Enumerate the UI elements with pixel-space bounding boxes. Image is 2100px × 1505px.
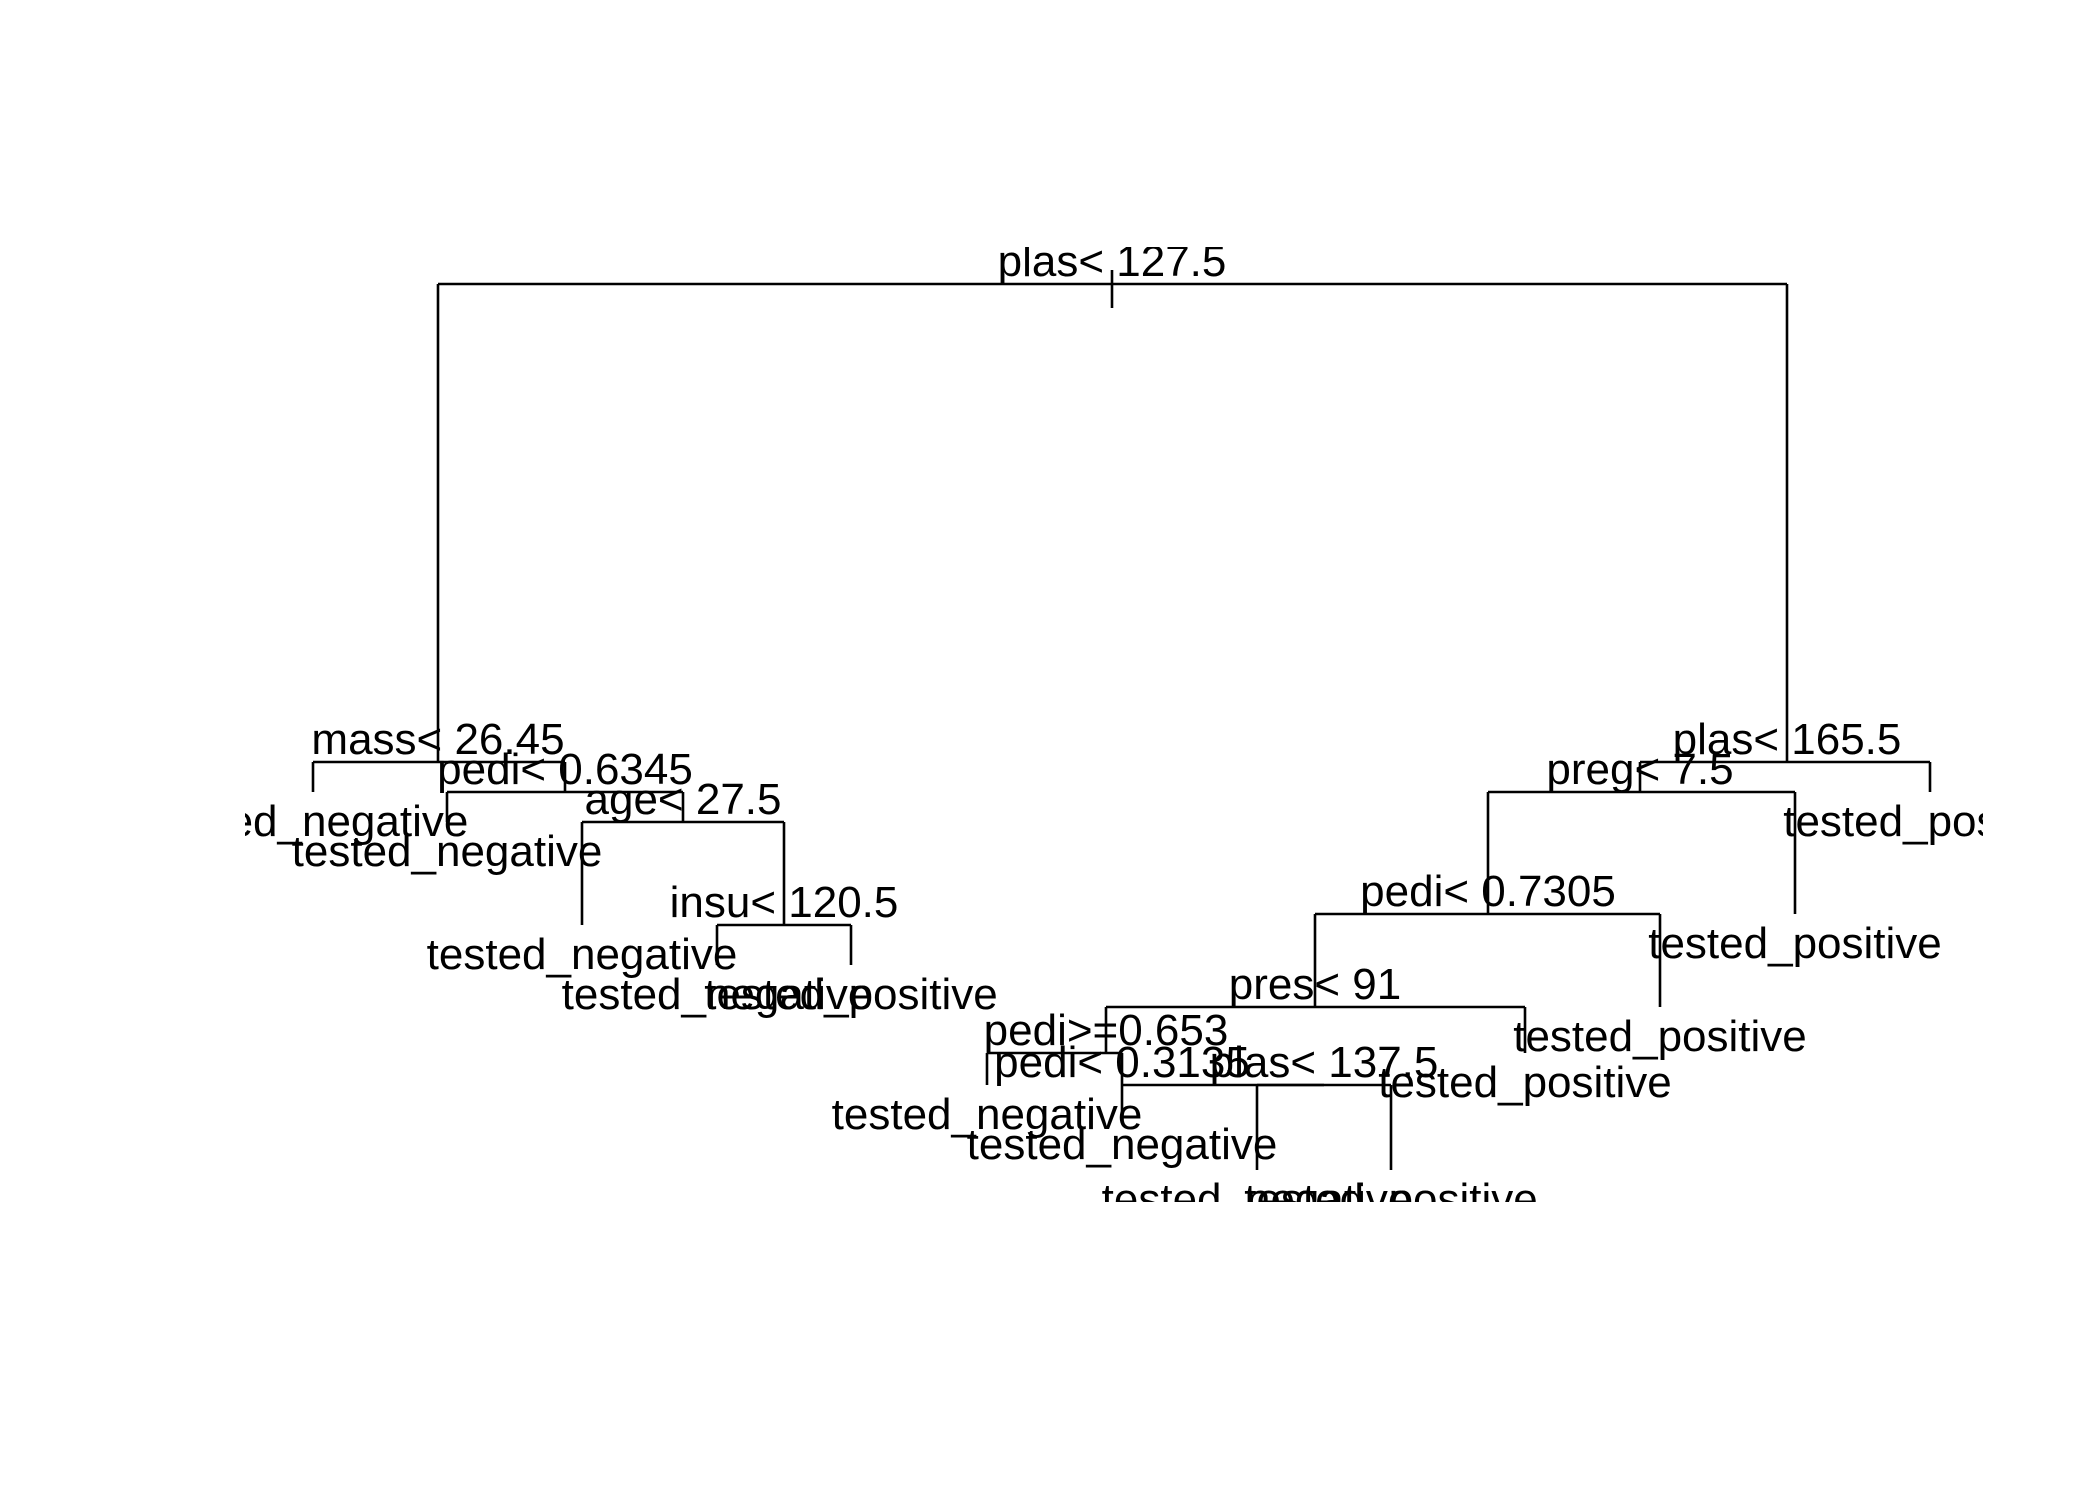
leaf-label: tested_negative xyxy=(562,970,873,1019)
split-label: insu< 120.5 xyxy=(670,878,899,927)
split-label: plas< 127.5 xyxy=(998,237,1227,286)
leaf-label: tested_negative xyxy=(427,930,738,979)
leaf-label: tested_positive xyxy=(1378,1058,1672,1107)
split-label: pres< 91 xyxy=(1229,960,1401,1009)
split-label: age< 27.5 xyxy=(585,775,782,824)
split-label: preg< 7.5 xyxy=(1546,745,1733,794)
leaf-label: tested_positive xyxy=(1513,1012,1807,1061)
split-label: pedi>=0.653 xyxy=(984,1006,1229,1055)
leaf-label: tested_negative xyxy=(158,797,469,846)
split-label: pedi< 0.7305 xyxy=(1360,867,1616,916)
leaf-label: tested_positive xyxy=(1783,797,2077,846)
leaf-label: tested_positive xyxy=(1244,1175,1538,1224)
split-label: mass< 26.45 xyxy=(311,715,564,764)
leaf-label: tested_positive xyxy=(1648,919,1942,968)
leaf-label: tested_negative xyxy=(1102,1175,1413,1224)
leaf-label: tested_negative xyxy=(292,827,603,876)
split-label: plas< 165.5 xyxy=(1673,715,1902,764)
leaf-label: tested_negative xyxy=(832,1090,1143,1139)
leaf-label: tested_positive xyxy=(704,970,998,1019)
leaf-label: tested_negative xyxy=(967,1120,1278,1169)
split-label: pedi< 0.3135 xyxy=(994,1038,1250,1087)
split-label: plas< 137.5 xyxy=(1210,1038,1439,1087)
split-label: pedi< 0.6345 xyxy=(437,745,693,794)
